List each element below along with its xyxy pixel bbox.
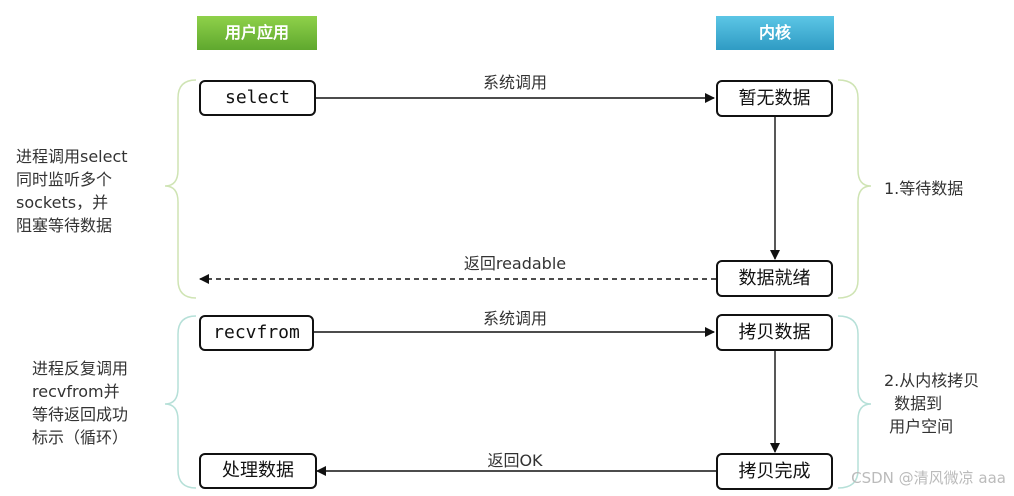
recvfrom-process-note: 进程反复调用 recvfrom并 等待返回成功 标示（循环）: [32, 359, 129, 447]
recvfrom-box: recvfrom: [199, 315, 314, 351]
kernel-header: 内核: [716, 16, 834, 50]
phase-wait-data-note: 1.等待数据: [884, 179, 964, 198]
copy-done-box: 拷贝完成: [716, 453, 833, 490]
copy-data-box: 拷贝数据: [716, 314, 833, 351]
right-bracket-phase2: [837, 315, 872, 489]
right-bracket-phase1: [837, 79, 872, 299]
select-box: select: [199, 80, 316, 116]
select-process-note: 进程调用select 同时监听多个 sockets，并 阻塞等待数据: [16, 147, 128, 235]
syscall-label-2: 系统调用: [482, 309, 547, 328]
user-app-header: 用户应用: [197, 16, 317, 50]
no-data-box: 暂无数据: [716, 80, 833, 117]
return-readable-label: 返回readable: [463, 254, 567, 273]
phase-copy-note: 2.从内核拷贝 数据到 用户空间: [884, 371, 980, 436]
handle-data-box: 处理数据: [199, 453, 317, 489]
left-bracket-phase2: [164, 315, 197, 489]
watermark: CSDN @清风微凉 aaa: [851, 469, 1006, 487]
return-ok-label: 返回OK: [487, 451, 543, 470]
data-ready-box: 数据就绪: [716, 260, 833, 297]
syscall-label-1: 系统调用: [482, 73, 547, 92]
left-bracket-phase1: [164, 79, 197, 299]
